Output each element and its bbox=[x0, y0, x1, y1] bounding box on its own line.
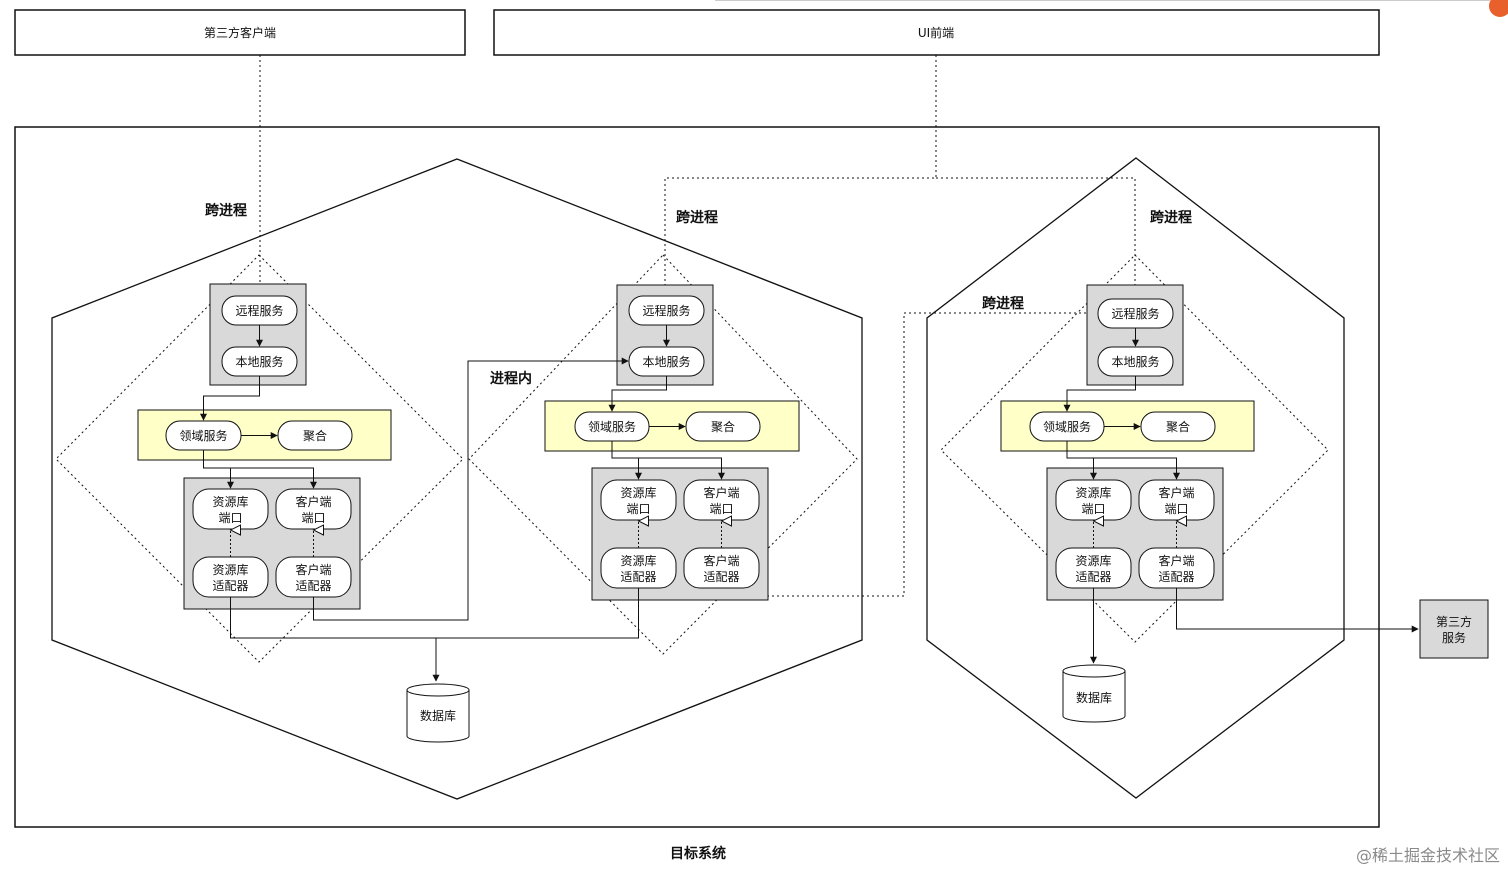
module-boundary-c bbox=[940, 254, 1329, 643]
client-adapter-label-1: 客户端 bbox=[295, 562, 331, 577]
aggregate-node bbox=[1140, 411, 1216, 442]
repository-adapter-label-2: 适配器 bbox=[1075, 570, 1111, 584]
third-party-client-box: 第三方客户端 bbox=[14, 9, 466, 56]
client-port-label-2: 端口 bbox=[1164, 502, 1188, 516]
client-adapter-label-2: 适配器 bbox=[703, 570, 739, 584]
client-adapter-label-1: 客户端 bbox=[1158, 553, 1194, 568]
module-a: 远程服务 本地服务 领域服务 聚合 资源库 端口 客户端 端口 资源库 适配器 … bbox=[137, 283, 392, 610]
client-port-label-2: 端口 bbox=[301, 511, 325, 525]
local-service-label: 本地服务 bbox=[235, 354, 283, 369]
aggregate-label: 聚合 bbox=[303, 428, 327, 443]
module-boundary-a bbox=[55, 254, 464, 663]
aggregate-node bbox=[277, 420, 353, 451]
third-party-service-label-2: 服务 bbox=[1442, 630, 1466, 645]
ui-frontend-label: UI前端 bbox=[918, 25, 954, 40]
remote-service-label: 远程服务 bbox=[1111, 306, 1159, 321]
corner-badge-icon bbox=[1489, 0, 1508, 17]
repository-adapter-label-1: 资源库 bbox=[1075, 553, 1111, 568]
module-boundary-b bbox=[468, 254, 858, 655]
domain-service-label: 领域服务 bbox=[1043, 419, 1091, 434]
module-b: 远程服务 本地服务 领域服务 聚合 资源库 端口 客户端 端口 资源库 适配器 … bbox=[544, 284, 800, 601]
repository-adapter-label-2: 适配器 bbox=[212, 579, 248, 593]
aggregate-label: 聚合 bbox=[1166, 419, 1190, 434]
domain-service-label: 领域服务 bbox=[179, 428, 227, 443]
target-system-frame bbox=[14, 126, 1380, 828]
hexagon-service-left bbox=[51, 158, 863, 800]
third-party-service-box: 第三方 服务 bbox=[1419, 599, 1489, 659]
third-party-service-label-1: 第三方 bbox=[1436, 614, 1472, 629]
repository-adapter-label-2: 适配器 bbox=[620, 570, 656, 584]
repository-port-label-1: 资源库 bbox=[620, 485, 656, 500]
client-port-label-1: 客户端 bbox=[295, 494, 331, 509]
client-port-label-1: 客户端 bbox=[1158, 485, 1194, 500]
repository-adapter-label-1: 资源库 bbox=[212, 562, 248, 577]
local-service-label: 本地服务 bbox=[1111, 354, 1159, 369]
repository-port-label-2: 端口 bbox=[1081, 502, 1105, 516]
in-process-lines bbox=[230, 357, 1419, 682]
database-right: 数据库 bbox=[1062, 664, 1126, 723]
cross-process-label-1: 跨进程 bbox=[205, 203, 247, 219]
database-left: 数据库 bbox=[406, 683, 470, 743]
repository-port-label-2: 端口 bbox=[218, 511, 242, 525]
aggregate-node bbox=[685, 411, 761, 442]
cross-process-label-3: 跨进程 bbox=[1150, 210, 1192, 226]
module-c: 远程服务 本地服务 领域服务 聚合 资源库 端口 客户端 端口 资源库 适配器 … bbox=[1000, 284, 1255, 601]
client-port-label-2: 端口 bbox=[709, 502, 733, 516]
client-adapter-label-2: 适配器 bbox=[1158, 570, 1194, 584]
third-party-client-label: 第三方客户端 bbox=[204, 25, 276, 40]
hexagon-service-right bbox=[926, 157, 1345, 799]
client-adapter-label-2: 适配器 bbox=[295, 579, 331, 593]
target-system-title: 目标系统 bbox=[670, 845, 726, 862]
remote-service-label: 远程服务 bbox=[235, 303, 283, 318]
ui-frontend-box: UI前端 bbox=[493, 9, 1380, 56]
cross-process-label-2: 跨进程 bbox=[676, 210, 718, 226]
local-service-label: 本地服务 bbox=[642, 354, 690, 369]
repository-port-label-1: 资源库 bbox=[212, 494, 248, 509]
domain-service-label: 领域服务 bbox=[588, 419, 636, 434]
database-label: 数据库 bbox=[1076, 690, 1112, 705]
repository-port-label-2: 端口 bbox=[626, 502, 650, 516]
aggregate-label: 聚合 bbox=[711, 419, 735, 434]
repository-port-label-1: 资源库 bbox=[1075, 485, 1111, 500]
remote-service-label: 远程服务 bbox=[642, 303, 690, 318]
database-label: 数据库 bbox=[420, 708, 456, 723]
in-process-label: 进程内 bbox=[490, 370, 532, 387]
client-port-label-1: 客户端 bbox=[703, 485, 739, 500]
repository-adapter-label-1: 资源库 bbox=[620, 553, 656, 568]
cross-process-label-4: 跨进程 bbox=[982, 296, 1024, 312]
client-adapter-label-1: 客户端 bbox=[703, 553, 739, 568]
watermark: @稀土掘金技术社区 bbox=[1356, 846, 1500, 865]
